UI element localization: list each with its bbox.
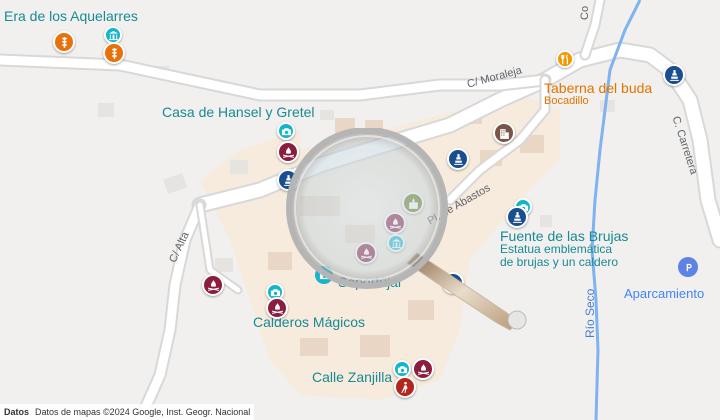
attribution-text: Datos de mapas ©2024 Google, Inst. Geogr… bbox=[35, 407, 251, 417]
place-label-aparcamiento[interactable]: Aparcamiento bbox=[624, 286, 705, 301]
place-label-aquelarres[interactable]: Era de los Aquelarres bbox=[4, 8, 138, 24]
place-sublabel-taberna: Bocadillo bbox=[544, 95, 589, 107]
wheat-icon[interactable] bbox=[53, 31, 75, 53]
hiker-icon[interactable] bbox=[394, 376, 416, 398]
wheat-icon[interactable] bbox=[103, 42, 125, 64]
magnifier-icon[interactable] bbox=[282, 128, 530, 338]
place-sublabel-fuente-2: de brujas y un caldero bbox=[500, 255, 619, 269]
parking-icon[interactable] bbox=[678, 257, 698, 277]
monument-icon[interactable] bbox=[663, 64, 685, 86]
campfire-icon[interactable] bbox=[412, 358, 434, 380]
campfire-icon[interactable] bbox=[277, 141, 299, 163]
place-label-zanjilla[interactable]: Calle Zanjilla bbox=[312, 369, 393, 385]
river-label-rio-seco: Río Seco bbox=[583, 288, 597, 338]
campfire-icon[interactable] bbox=[266, 297, 288, 319]
place-label-calderos[interactable]: Calderos Mágicos bbox=[253, 314, 366, 330]
building-icon[interactable] bbox=[493, 122, 515, 144]
place-label-hansel[interactable]: Casa de Hansel y Gretel bbox=[162, 104, 315, 120]
monument-icon[interactable] bbox=[506, 206, 528, 228]
attribution-datos[interactable]: Datos bbox=[4, 407, 30, 417]
road-label-co: Co bbox=[579, 5, 591, 20]
map-attribution: Datos Datos de mapas ©2024 Google, Inst.… bbox=[0, 404, 255, 420]
camera-icon[interactable] bbox=[277, 122, 295, 140]
place-label-fuente[interactable]: Fuente de las Brujas bbox=[500, 228, 629, 244]
monument-icon[interactable] bbox=[447, 148, 469, 170]
fork-knife-icon[interactable] bbox=[556, 50, 574, 68]
place-sublabel-fuente-1: Estatua emblemática bbox=[500, 242, 613, 256]
place-label-taberna[interactable]: Taberna del buda bbox=[544, 80, 653, 96]
campfire-icon[interactable] bbox=[202, 274, 224, 296]
